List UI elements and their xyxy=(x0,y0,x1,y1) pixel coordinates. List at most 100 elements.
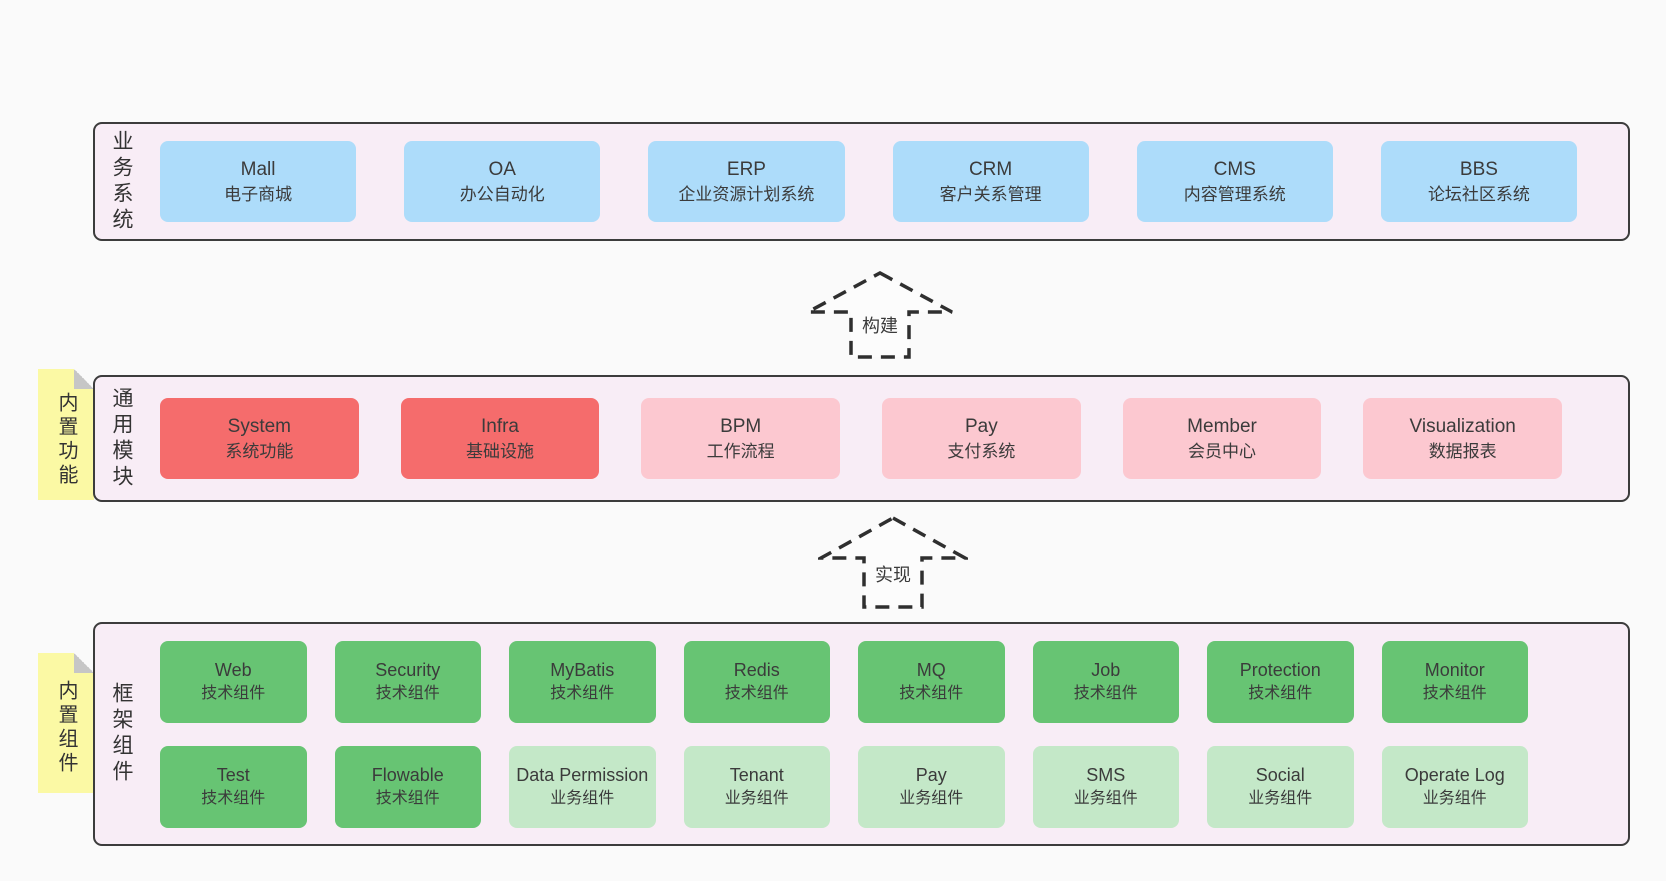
business-box-mall: Mall 电子商城 xyxy=(160,141,357,222)
box-title: Pay xyxy=(964,415,998,437)
box-title: Test xyxy=(216,765,250,786)
box-title: SMS xyxy=(1086,765,1126,786)
business-box-crm: CRM 客户关系管理 xyxy=(892,141,1089,222)
components-grid: Web 技术组件 Security 技术组件 MyBatis 技术组件 Redi… xyxy=(160,640,1628,828)
sticky-note-label: 内置功能 xyxy=(55,391,77,488)
component-box-web: Web 技术组件 xyxy=(160,640,307,723)
component-box-mq: MQ 技术组件 xyxy=(858,640,1005,723)
implement-arrow: 实现 xyxy=(818,515,968,610)
module-box-visualization: Visualization 数据报表 xyxy=(1363,398,1563,479)
business-box-row: Mall 电子商城 OA 办公自动化 ERP 企业资源计划系统 CRM 客户关系… xyxy=(160,141,1628,222)
box-title: Infra xyxy=(480,415,520,437)
box-title: Tenant xyxy=(729,765,784,786)
box-title: ERP xyxy=(726,158,766,180)
sticky-note-built-in-components: 内置组件 xyxy=(38,653,94,793)
box-title: Protection xyxy=(1239,660,1321,681)
box-title: Social xyxy=(1255,765,1305,786)
panel-business-systems: 业务系统 Mall 电子商城 OA 办公自动化 ERP 企业资源计划系统 CRM… xyxy=(93,122,1630,241)
box-title: Redis xyxy=(733,660,780,681)
business-box-erp: ERP 企业资源计划系统 xyxy=(648,141,845,222)
box-title: Member xyxy=(1187,415,1257,437)
box-title: BBS xyxy=(1459,158,1498,180)
box-subtitle: 技术组件 xyxy=(375,684,440,702)
box-title: Security xyxy=(375,660,441,681)
box-title: CMS xyxy=(1213,158,1256,180)
box-title: Web xyxy=(214,660,252,681)
panel-label: 框架组件 xyxy=(110,682,133,786)
module-box-infra: Infra 基础设施 xyxy=(400,398,600,479)
box-subtitle: 技术组件 xyxy=(201,684,266,702)
box-subtitle: 技术组件 xyxy=(724,684,789,702)
box-subtitle: 业务组件 xyxy=(1073,789,1138,807)
component-box-mybatis: MyBatis 技术组件 xyxy=(509,640,656,723)
box-subtitle: 技术组件 xyxy=(201,789,266,807)
module-box-bpm: BPM 工作流程 xyxy=(641,398,841,479)
business-box-oa: OA 办公自动化 xyxy=(404,141,601,222)
component-box-monitor: Monitor 技术组件 xyxy=(1381,640,1528,723)
arrow-label: 实现 xyxy=(872,560,914,588)
component-box-protection: Protection 技术组件 xyxy=(1207,640,1354,723)
component-box-flowable: Flowable 技术组件 xyxy=(334,745,481,828)
box-title: Mall xyxy=(240,158,276,180)
sticky-note-label: 内置组件 xyxy=(55,680,77,776)
box-subtitle: 电子商城 xyxy=(224,185,293,205)
panel-framework-components: 框架组件 Web 技术组件 Security 技术组件 MyBatis 技术组件… xyxy=(93,622,1630,846)
box-subtitle: 技术组件 xyxy=(375,789,440,807)
box-subtitle: 基础设施 xyxy=(466,442,534,462)
component-box-redis: Redis 技术组件 xyxy=(683,640,830,723)
panel-label: 业务系统 xyxy=(110,129,133,234)
sticky-note-built-in-functions: 内置功能 xyxy=(38,369,94,500)
component-box-operate-log: Operate Log 业务组件 xyxy=(1381,745,1528,828)
box-title: CRM xyxy=(968,158,1013,180)
box-title: Pay xyxy=(915,765,947,786)
component-box-pay: Pay 业务组件 xyxy=(858,745,1005,828)
box-title: BPM xyxy=(720,415,762,437)
box-subtitle: 内容管理系统 xyxy=(1183,185,1286,205)
component-box-sms: SMS 业务组件 xyxy=(1032,745,1179,828)
business-box-cms: CMS 内容管理系统 xyxy=(1136,141,1333,222)
box-subtitle: 业务组件 xyxy=(899,789,964,807)
panel-label: 通用模块 xyxy=(110,386,133,491)
component-box-social: Social 业务组件 xyxy=(1207,745,1354,828)
module-box-pay: Pay 支付系统 xyxy=(882,398,1081,479)
box-title: Monitor xyxy=(1424,660,1485,681)
box-title: Visualization xyxy=(1409,415,1516,437)
component-box-tenant: Tenant 业务组件 xyxy=(683,745,830,828)
folded-corner-icon xyxy=(74,653,94,673)
box-subtitle: 会员中心 xyxy=(1188,442,1257,462)
business-box-bbs: BBS 论坛社区系统 xyxy=(1380,141,1578,222)
box-subtitle: 技术组件 xyxy=(1248,684,1313,702)
box-subtitle: 技术组件 xyxy=(550,684,615,702)
box-title: Data Permission xyxy=(516,765,649,786)
components-row-1: Web 技术组件 Security 技术组件 MyBatis 技术组件 Redi… xyxy=(160,640,1528,723)
arrow-label: 构建 xyxy=(859,311,901,339)
box-title: Flowable xyxy=(371,765,444,786)
component-box-job: Job 技术组件 xyxy=(1032,640,1179,723)
folded-corner-icon xyxy=(74,369,94,389)
box-title: MyBatis xyxy=(550,660,615,681)
box-subtitle: 数据报表 xyxy=(1428,442,1497,462)
box-subtitle: 技术组件 xyxy=(899,684,964,702)
box-subtitle: 企业资源计划系统 xyxy=(678,185,815,205)
module-box-member: Member 会员中心 xyxy=(1122,398,1322,479)
box-subtitle: 支付系统 xyxy=(947,442,1016,462)
box-subtitle: 业务组件 xyxy=(1422,789,1487,807)
box-subtitle: 业务组件 xyxy=(550,789,615,807)
panel-common-modules: 通用模块 System 系统功能 Infra 基础设施 BPM 工作流程 Pay… xyxy=(93,375,1630,502)
box-title: OA xyxy=(488,158,516,180)
box-title: Job xyxy=(1091,660,1121,681)
build-arrow: 构建 xyxy=(805,270,955,360)
component-box-test: Test 技术组件 xyxy=(160,745,307,828)
component-box-security: Security 技术组件 xyxy=(334,640,481,723)
box-subtitle: 工作流程 xyxy=(706,442,775,462)
box-title: MQ xyxy=(916,660,946,681)
box-subtitle: 系统功能 xyxy=(225,442,294,462)
box-subtitle: 技术组件 xyxy=(1422,684,1487,702)
box-subtitle: 技术组件 xyxy=(1073,684,1138,702)
box-subtitle: 办公自动化 xyxy=(459,185,545,205)
box-title: Operate Log xyxy=(1404,765,1505,786)
box-subtitle: 论坛社区系统 xyxy=(1427,185,1530,205)
box-subtitle: 客户关系管理 xyxy=(939,185,1042,205)
box-subtitle: 业务组件 xyxy=(724,789,789,807)
